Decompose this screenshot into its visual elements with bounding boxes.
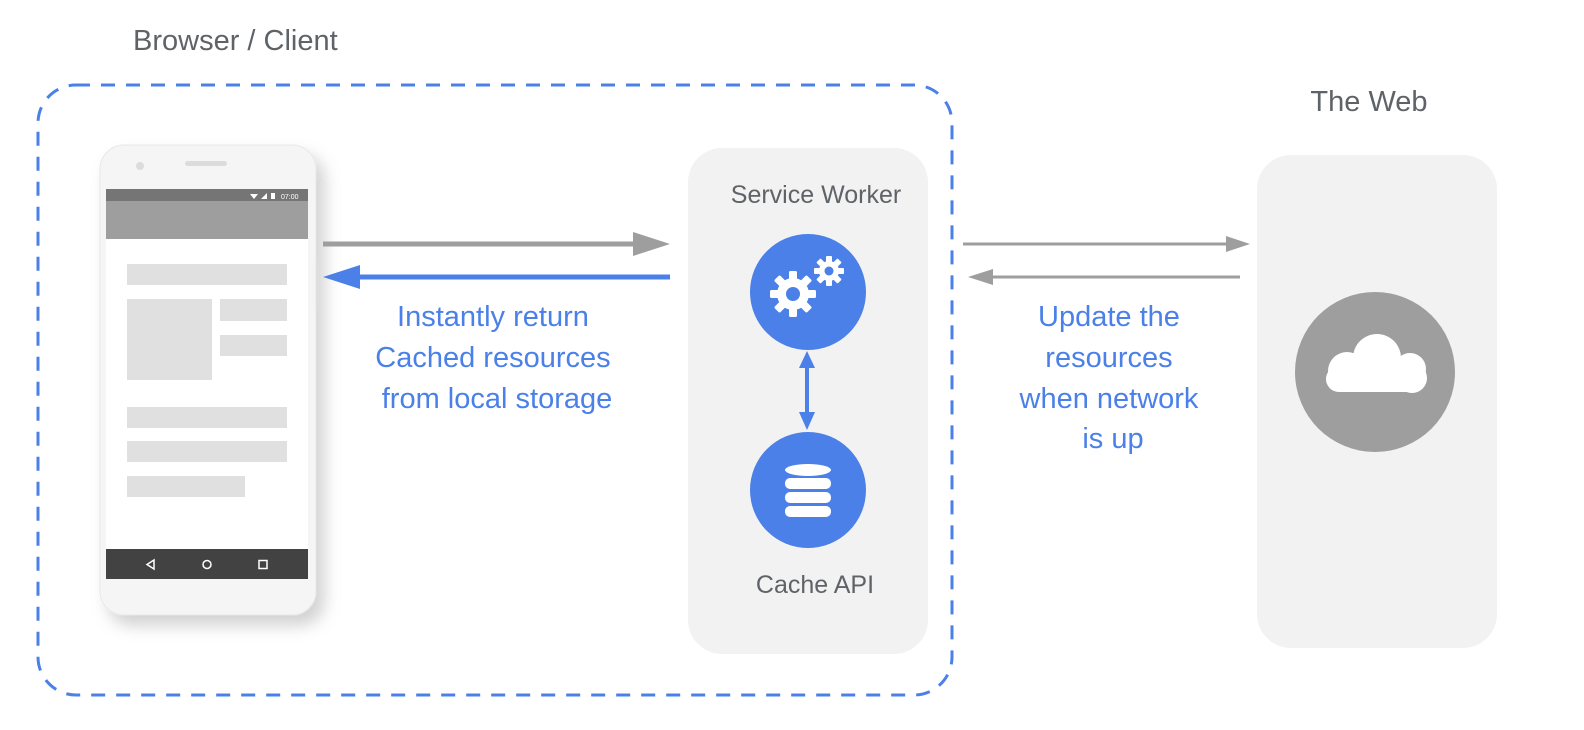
client-boundary xyxy=(36,83,954,697)
phone-status-icons: 07:00 xyxy=(250,193,299,201)
cloud-icon xyxy=(1326,334,1427,393)
left-caption: Instantly return Cached resources from l… xyxy=(375,301,618,415)
small-gear-hole xyxy=(824,266,834,276)
content-image-placeholder xyxy=(127,299,212,380)
content-placeholder xyxy=(127,441,287,462)
cache-sync-arrow xyxy=(799,351,815,430)
phone-side-button xyxy=(316,262,319,306)
right-caption-line: when network xyxy=(1019,383,1199,415)
content-placeholder xyxy=(127,476,245,497)
content-placeholder xyxy=(220,335,287,356)
phone-status-bar xyxy=(106,189,308,201)
cache-api-circle xyxy=(750,432,866,548)
content-placeholder xyxy=(127,264,287,285)
right-caption-line: resources xyxy=(1045,342,1172,374)
back-icon xyxy=(145,558,155,571)
service-worker-label: Service Worker xyxy=(731,181,901,209)
battery-icon xyxy=(271,193,275,199)
phone-camera xyxy=(136,162,144,170)
gears-icon xyxy=(770,256,844,317)
home-icon xyxy=(202,559,212,570)
phone-speaker xyxy=(185,161,227,166)
right-caption: Update the resources when network is up xyxy=(1019,301,1207,455)
cache-api-label: Cache API xyxy=(756,571,874,599)
left-caption-line: from local storage xyxy=(382,383,613,415)
network-response-arrow xyxy=(968,269,1240,285)
client-title: Browser / Client xyxy=(133,25,338,57)
right-caption-line: Update the xyxy=(1038,301,1180,333)
wifi-icon xyxy=(250,194,258,199)
left-caption-line: Cached resources xyxy=(375,342,610,374)
phone-app-bar xyxy=(106,201,308,239)
recents-icon xyxy=(258,559,268,570)
database-icon xyxy=(785,464,831,517)
left-caption-line: Instantly return xyxy=(397,301,589,333)
network-request-arrow xyxy=(963,236,1250,252)
right-caption-line: is up xyxy=(1082,423,1143,455)
web-title: The Web xyxy=(1310,86,1427,118)
cached-response-arrow xyxy=(323,265,670,289)
phone-illustration: 07:00 xyxy=(99,144,319,616)
phone-status-time: 07:00 xyxy=(281,194,299,201)
phone-screen xyxy=(106,189,308,579)
content-placeholder xyxy=(220,299,287,321)
phone-nav-bar xyxy=(106,549,308,579)
content-placeholder xyxy=(127,407,287,428)
large-gear-hole xyxy=(786,287,800,301)
request-arrow xyxy=(323,232,670,256)
signal-icon xyxy=(261,193,267,199)
